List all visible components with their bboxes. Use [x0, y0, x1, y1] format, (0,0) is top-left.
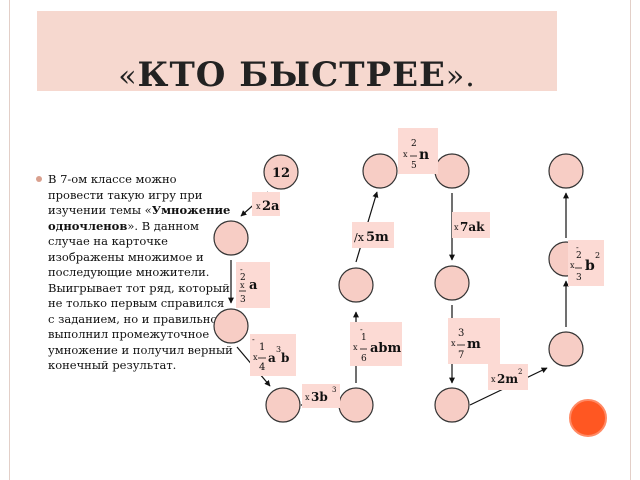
card-frac-m-bg: [448, 318, 500, 364]
card-frac-m-x: x: [451, 339, 456, 348]
card-frac-a-den: 3: [240, 295, 246, 305]
title-main: КТО БЫСТРЕЕ: [137, 55, 446, 95]
circle-start[interactable]: [263, 154, 299, 190]
card-frac-a-sign: -: [240, 265, 243, 274]
card-frac-n-den: 5: [411, 161, 417, 171]
card-frac-n-x: x: [403, 150, 408, 159]
circle-step-6[interactable]: [338, 267, 374, 303]
card-x2m-x: x: [491, 375, 496, 384]
card-frac-a-var: a: [249, 278, 258, 293]
card-x5m-body: 5m: [366, 230, 389, 245]
card-frac-a3b-den: 4: [259, 362, 265, 373]
description-part-1: В 7-ом классе можно провести такую игру …: [48, 172, 203, 217]
card-frac-b2-bg: [568, 240, 604, 286]
card-frac-abm-var: abm: [370, 341, 402, 356]
title-close-quote: ».: [445, 59, 476, 94]
card-frac-n-num: 2: [411, 139, 417, 149]
card-x7ak-bg: [452, 212, 490, 238]
circle-step-7[interactable]: [362, 153, 398, 189]
card-frac-b2-num: 2: [576, 251, 582, 261]
card-frac-b2-den: 3: [576, 273, 582, 283]
card-frac-abm-sign: -: [360, 325, 363, 334]
card-frac-a3b-var: a: [268, 351, 276, 365]
card-x2a-x: x: [256, 202, 261, 211]
card-frac-b2-sign: -: [576, 243, 579, 252]
circle-step-11[interactable]: [548, 331, 584, 367]
circle-step-10[interactable]: [434, 387, 470, 423]
card-x7ak-x: x: [454, 223, 459, 232]
description-text: В 7-ом классе можно провести такую игру …: [48, 172, 234, 374]
card-frac-a3b-x: x: [253, 353, 258, 362]
card-frac-b2-sup: 2: [595, 251, 600, 260]
card-frac-abm-x: x: [353, 343, 358, 352]
title-bar: «КТО БЫСТРЕЕ».: [37, 11, 557, 95]
circle-step-2[interactable]: [213, 220, 249, 256]
card-x3b-x: x: [305, 393, 310, 402]
circle-step-13[interactable]: [548, 153, 584, 189]
card-frac-b2-x: x: [570, 261, 575, 270]
bullet-icon: [36, 176, 42, 182]
circle-step-4[interactable]: [265, 387, 301, 423]
card-x7ak-body: 7ak: [460, 220, 485, 234]
slide-title: «КТО БЫСТРЕЕ».: [37, 55, 557, 95]
card-x5m-x: /x: [354, 231, 365, 244]
description-bold: Умножение одночленов: [48, 203, 231, 233]
card-x3b-sup: 3: [332, 386, 336, 394]
card-frac-n-bg: [398, 128, 438, 174]
card-x2a-bg: [252, 192, 280, 216]
card-frac-a3b-sup: 3: [276, 345, 281, 354]
description-part-2: ». В данном случае на карточке изображен…: [48, 218, 233, 373]
card-frac-a3b-bg: [250, 334, 296, 376]
card-frac-a-bg: [236, 262, 270, 308]
slide-frame: [9, 0, 631, 480]
card-frac-abm-num: 1: [361, 333, 367, 343]
accent-circle: [569, 399, 607, 437]
card-x3b-bg: [302, 384, 340, 408]
card-x2a-body: 2a: [262, 199, 280, 214]
card-frac-m-den: 7: [458, 350, 464, 361]
card-frac-a3b-num: 1: [259, 342, 265, 353]
card-frac-a3b-sign: -: [252, 335, 255, 344]
card-x3b-body: 3b: [311, 390, 328, 404]
card-x5m-bg: [352, 222, 394, 248]
card-x2m-sup: 2: [518, 368, 522, 376]
title-open-quote: «: [118, 59, 138, 94]
start-value: 12: [272, 166, 290, 181]
card-frac-m-var: m: [467, 337, 481, 352]
circle-step-8[interactable]: [434, 153, 470, 189]
card-frac-abm-den: 6: [361, 354, 367, 364]
circle-step-5[interactable]: [338, 387, 374, 423]
card-frac-a-num: 2: [240, 273, 246, 283]
card-frac-n-var: n: [419, 147, 429, 163]
card-frac-m-num: 3: [458, 328, 464, 339]
card-frac-a3b-var2: b: [281, 351, 289, 365]
card-frac-b2-var: b: [585, 258, 595, 274]
card-x2m-body: 2m: [497, 372, 518, 386]
circle-step-3[interactable]: [213, 308, 249, 344]
card-frac-abm-bg: [350, 322, 402, 366]
card-frac-a-x: x: [240, 281, 245, 290]
card-x2m-bg: [488, 364, 528, 390]
circle-step-9[interactable]: [434, 265, 470, 301]
